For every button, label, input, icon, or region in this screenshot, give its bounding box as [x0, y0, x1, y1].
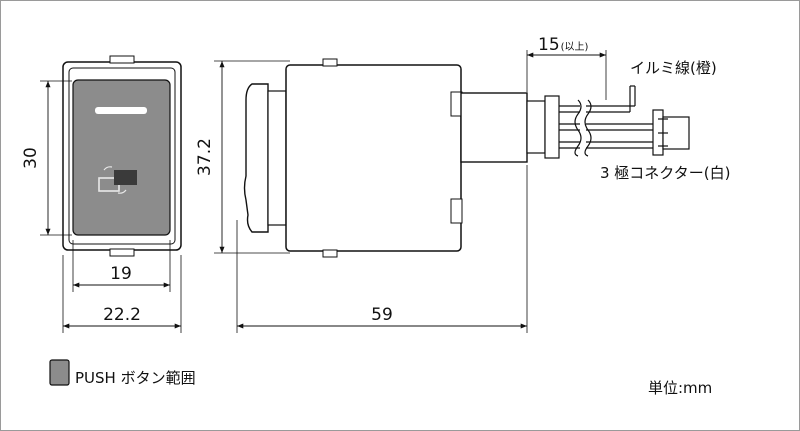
dim-front-height-text: 30 — [21, 147, 41, 169]
mode-switch-icon — [98, 166, 137, 194]
dim-outer-width — [62, 255, 182, 333]
dim-length-text: 59 — [371, 305, 393, 325]
side-view — [243, 58, 690, 258]
main-body — [285, 64, 462, 252]
dim-length — [236, 165, 528, 333]
body-top-tab — [322, 58, 338, 67]
wire-leads — [559, 85, 653, 157]
dim-overall-height — [214, 60, 290, 254]
illumination-wire-label: イルミ線(橙) — [630, 59, 717, 77]
legend-text: PUSH ボタン範囲 — [75, 369, 196, 387]
rear-collar — [526, 100, 546, 154]
push-button-area — [72, 79, 171, 236]
body-bottom-tab — [322, 249, 338, 258]
top-tab — [109, 55, 135, 64]
unit-label: 単位:mm — [648, 379, 712, 397]
dim-lead-length-text: 15(以上) — [538, 35, 589, 55]
front-cap — [243, 83, 269, 233]
body-clip-bottom — [450, 198, 463, 224]
bottom-tab — [109, 248, 135, 257]
rear-section — [460, 92, 528, 163]
dim-inner-width — [72, 240, 171, 292]
dim-inner-width-text: 19 — [110, 264, 132, 284]
front-view — [62, 55, 182, 257]
dim-overall-height-text: 37.2 — [195, 138, 215, 176]
indicator-light — [95, 107, 147, 114]
legend-swatch — [49, 359, 70, 386]
connector-label: 3 極コネクター(白) — [600, 164, 730, 182]
cap-step — [267, 90, 287, 226]
dim-outer-width-text: 22.2 — [103, 305, 141, 325]
rear-collar-ring — [544, 95, 560, 159]
dim-front-height — [40, 80, 72, 236]
dim-lead-length — [526, 50, 607, 100]
connector-3pin — [652, 109, 690, 156]
